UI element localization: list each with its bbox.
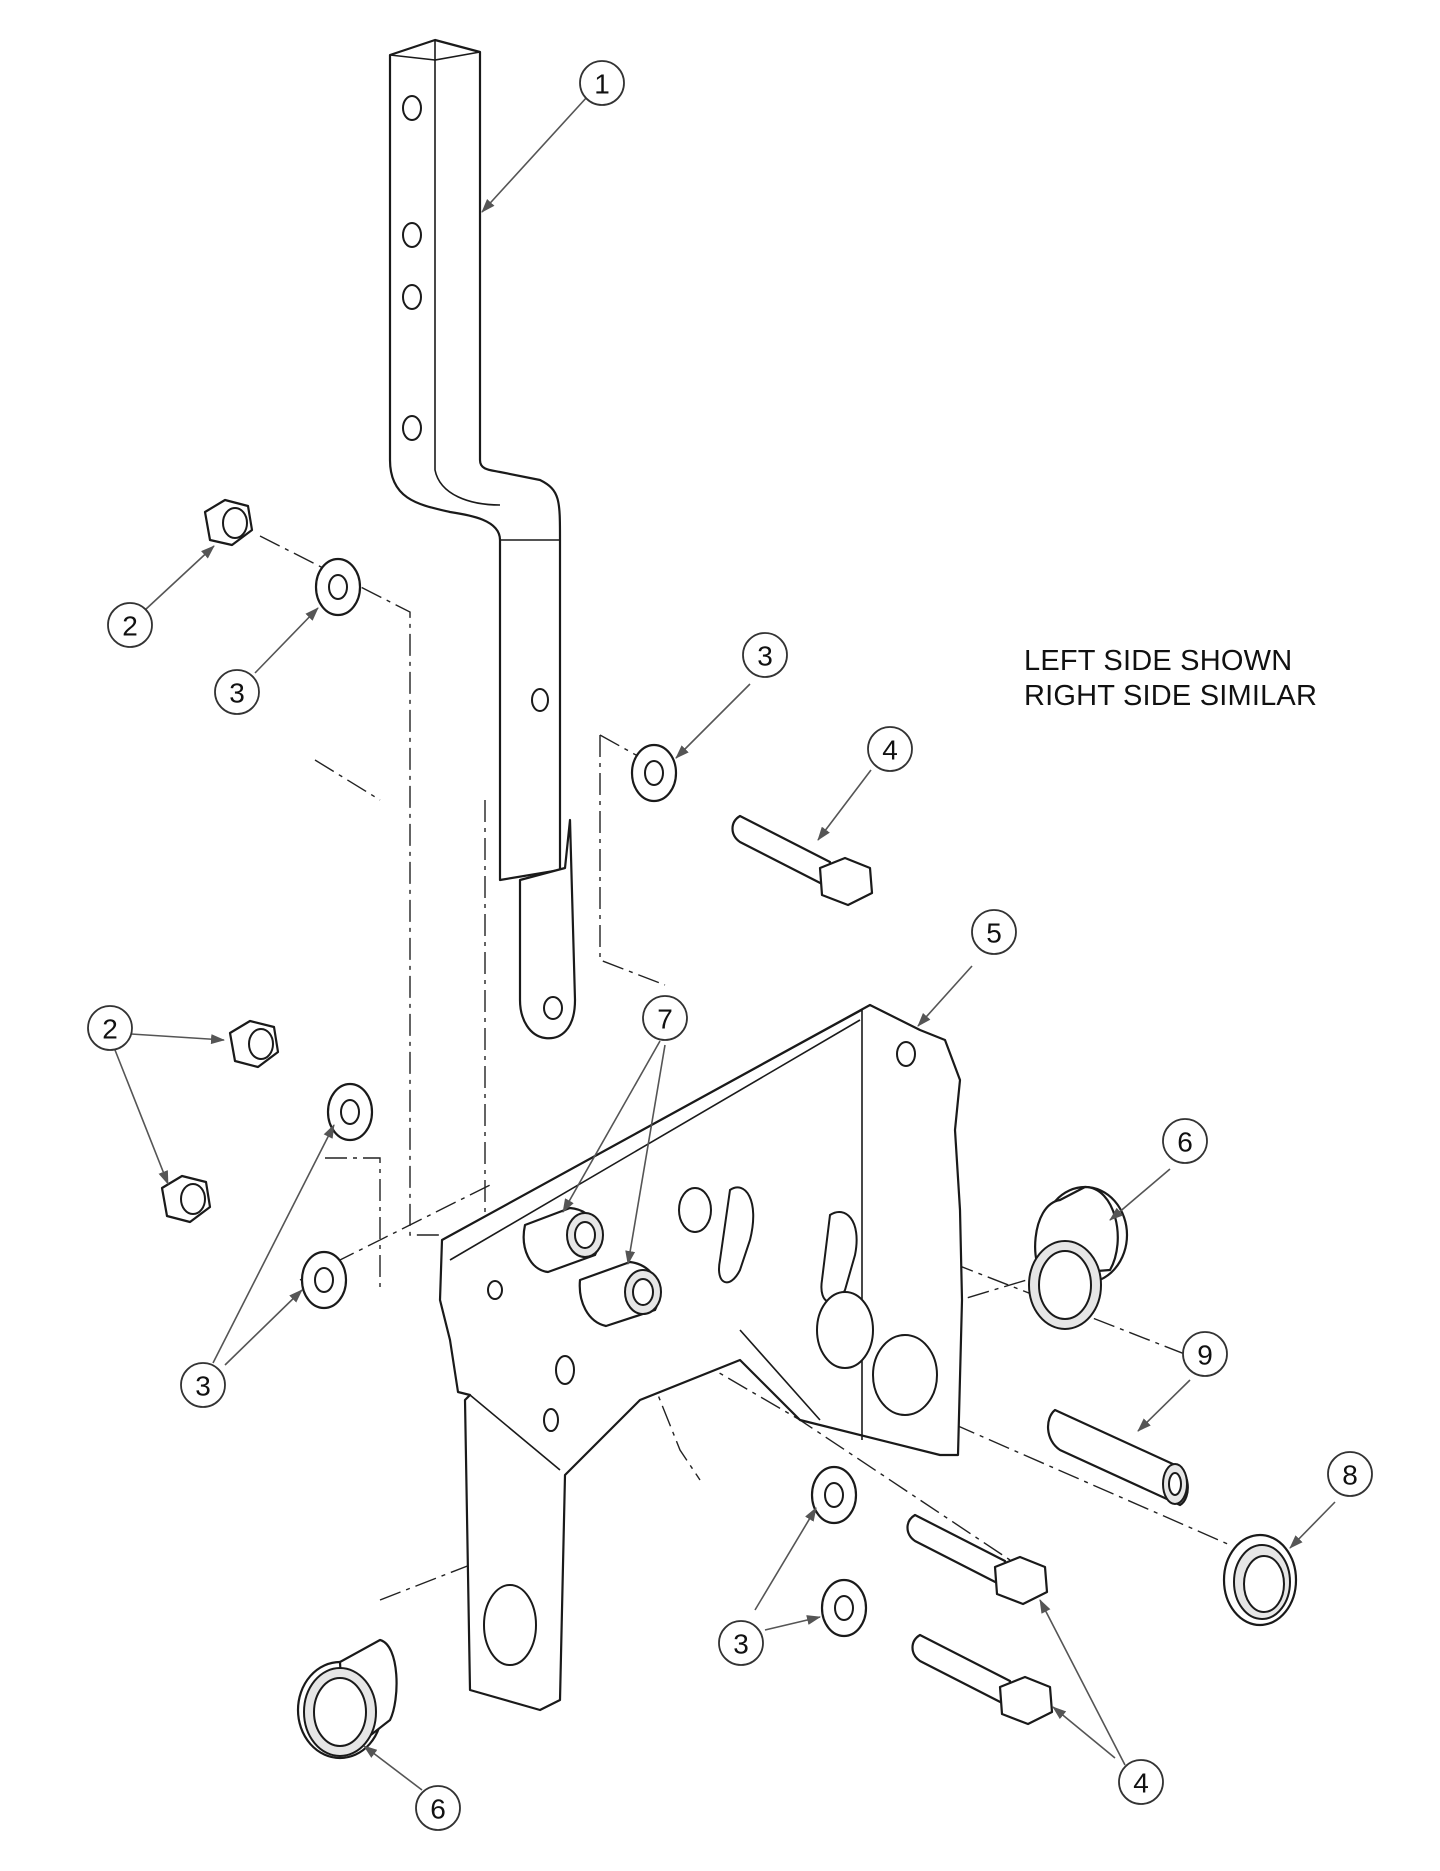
callout-number: 7 <box>657 1004 673 1035</box>
callout-number: 9 <box>1197 1340 1213 1371</box>
callout-number: 3 <box>195 1371 211 1402</box>
pivot-pin-part-9 <box>1047 1408 1189 1507</box>
callout-balloon-3-middle: 3 <box>180 1362 226 1408</box>
callout-balloon-3-top: 3 <box>214 669 260 715</box>
callout-balloon-6-bottom: 6 <box>415 1785 461 1831</box>
callout-balloon-8: 8 <box>1327 1451 1373 1497</box>
callout-leaders <box>114 96 1336 1791</box>
callout-balloon-7: 7 <box>642 995 688 1041</box>
note-line-1: LEFT SIDE SHOWN <box>1024 645 1293 677</box>
mounting-plate-part-5 <box>438 1003 964 1712</box>
lock-nut-part-2 <box>160 498 280 1224</box>
callout-number: 3 <box>229 678 245 709</box>
callout-number: 4 <box>1133 1768 1149 1799</box>
callout-balloon-4-upper: 4 <box>867 726 913 772</box>
callout-number: 5 <box>986 918 1002 949</box>
side-note: LEFT SIDE SHOWN RIGHT SIDE SIMILAR <box>1024 644 1317 714</box>
callout-balloon-5: 5 <box>971 909 1017 955</box>
callout-balloon-1: 1 <box>579 60 625 106</box>
callout-balloon-6-right: 6 <box>1162 1118 1208 1164</box>
callout-number: 6 <box>1177 1127 1193 1158</box>
spacer-part-7 <box>522 1206 662 1328</box>
note-line-2: RIGHT SIDE SIMILAR <box>1024 680 1318 712</box>
flange-bushing-part-6 <box>296 1185 1129 1760</box>
callout-balloon-9: 9 <box>1182 1331 1228 1377</box>
callout-balloon-3-bottom: 3 <box>718 1620 764 1666</box>
callout-balloon-3-upper-right: 3 <box>742 632 788 678</box>
shift-lever-part-1 <box>388 38 577 1040</box>
callout-number: 3 <box>733 1629 749 1660</box>
bushing-part-8 <box>1222 1533 1298 1627</box>
callout-balloon-2-middle: 2 <box>87 1005 133 1051</box>
callout-number: 3 <box>757 641 773 672</box>
washer-part-3 <box>300 557 868 1638</box>
callout-number: 8 <box>1342 1460 1358 1491</box>
callout-number: 2 <box>102 1014 118 1045</box>
callout-number: 2 <box>122 611 138 642</box>
callout-balloon-2-top: 2 <box>107 602 153 648</box>
callout-number: 6 <box>430 1794 446 1825</box>
callout-number: 4 <box>882 735 898 766</box>
hex-bolt-part-4 <box>731 814 1054 1726</box>
callout-balloon-4-bottom: 4 <box>1118 1759 1164 1805</box>
callout-number: 1 <box>594 69 610 100</box>
